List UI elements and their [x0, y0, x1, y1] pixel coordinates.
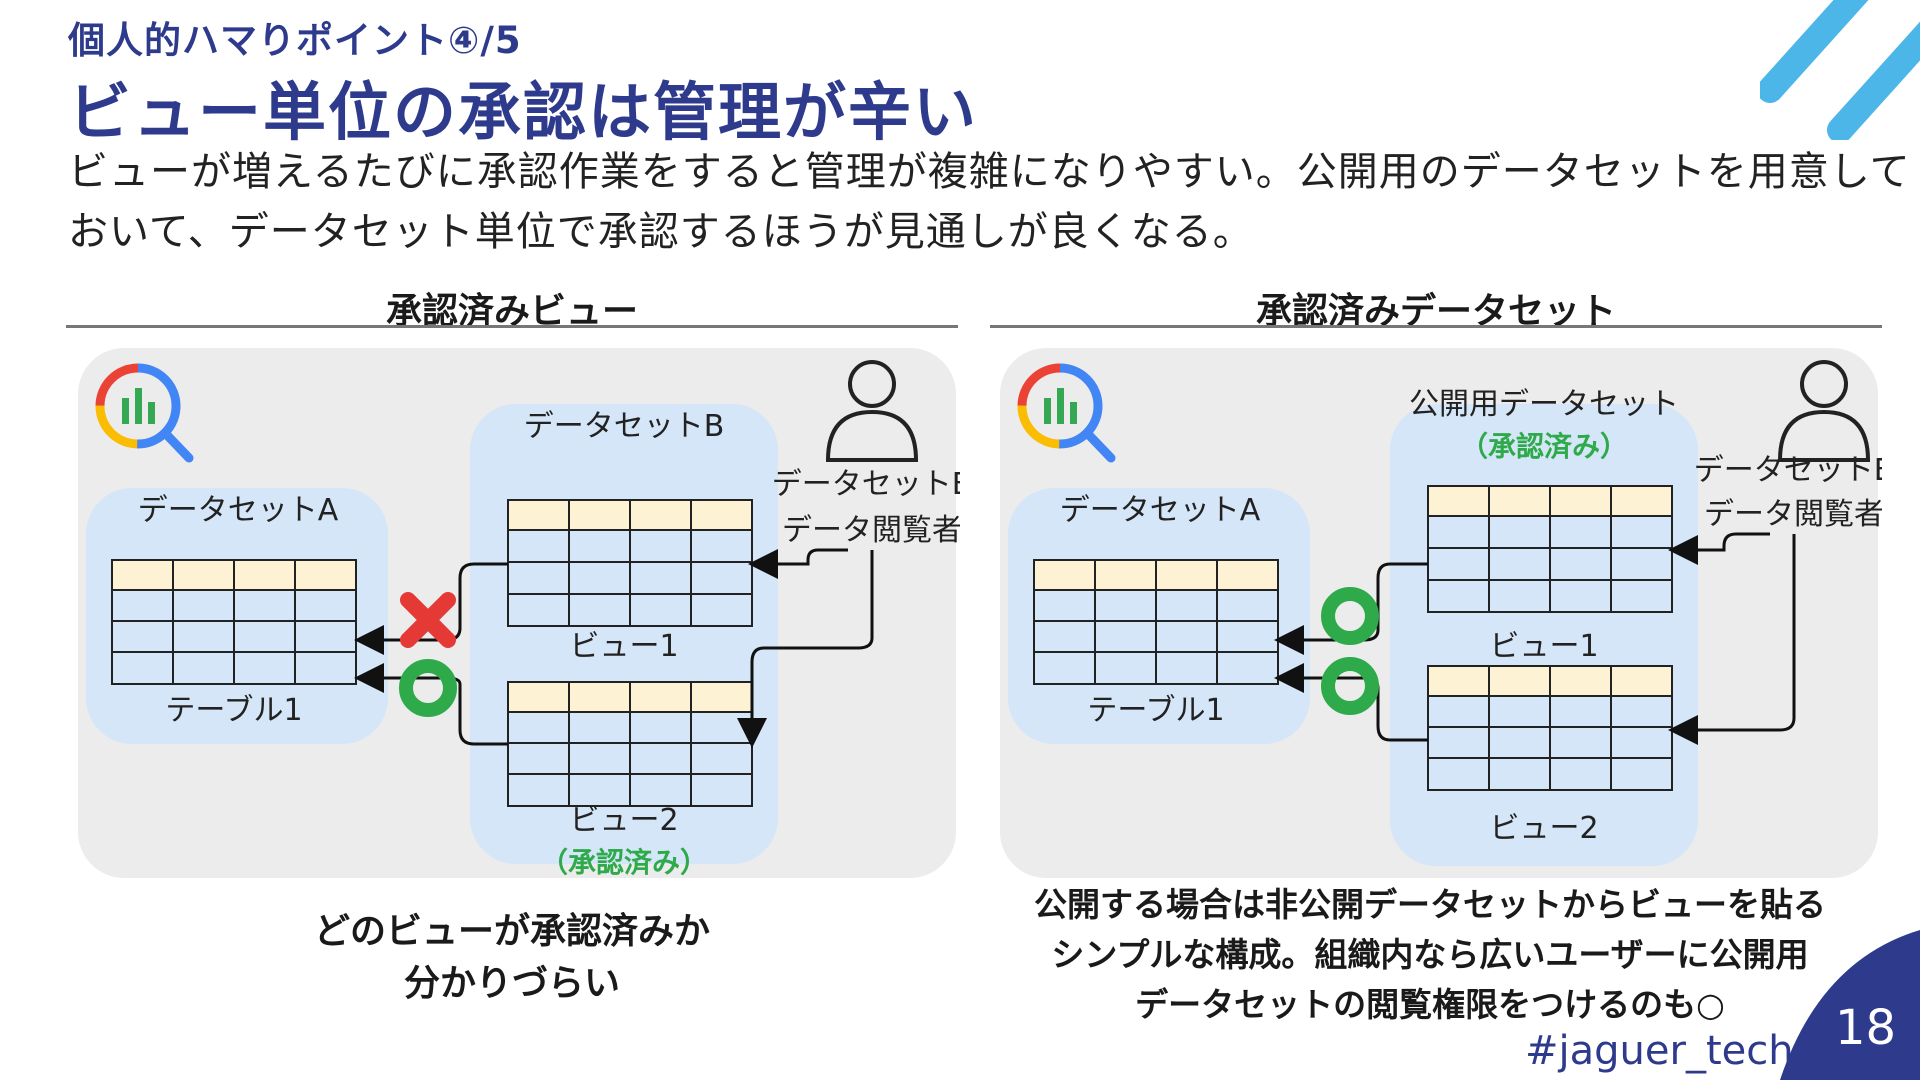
right-caption-line2: シンプルな構成。組織内なら広いユーザーに公開用	[1051, 935, 1809, 974]
left-dataset-a-label: データセットA	[138, 493, 339, 528]
left-view2-table	[507, 681, 753, 807]
page-badge	[1780, 930, 1920, 1080]
right-user-label-2: データ閲覧者	[1704, 497, 1882, 532]
left-view2-label: ビュー2	[569, 803, 678, 838]
check-circle-icon	[399, 659, 457, 717]
left-dataset-b-label: データセットB	[524, 409, 725, 444]
right-dataset-a-label: データセットA	[1060, 493, 1261, 528]
check-circle-icon	[1321, 587, 1379, 645]
right-view1-table	[1427, 485, 1673, 613]
right-diagram: データセットA テーブル1 公開用データセット （承認済み） ビュー1 ビュー2…	[1000, 348, 1882, 878]
left-arrow-user-view1	[748, 548, 848, 579]
hashtag: #jaguer_tech	[1525, 1028, 1794, 1074]
right-table1-label: テーブル1	[1087, 693, 1224, 728]
right-arrow-user-view2	[1668, 534, 1796, 745]
left-caption: どのビューが承認済みか 分かりづらい	[66, 906, 958, 1010]
bigquery-icon	[1017, 363, 1116, 463]
slide-subtitle: 個人的ハマりポイント④/5	[68, 19, 522, 62]
left-approved-label: （承認済み）	[540, 846, 708, 879]
left-arrow-user-view2	[737, 550, 874, 748]
right-approved-label: （承認済み）	[1460, 430, 1628, 463]
left-view1-table	[507, 499, 753, 627]
left-user-label-1: データセットB	[772, 467, 960, 502]
left-caption-line1: どのビューが承認済みか	[313, 911, 710, 952]
right-public-dataset-label: 公開用データセット	[1409, 387, 1679, 422]
left-table1-label: テーブル1	[165, 693, 302, 728]
right-caption: 公開する場合は非公開データセットからビューを貼る シンプルな構成。組織内なら広い…	[940, 880, 1920, 1030]
right-arrow-user-view1	[1668, 532, 1770, 565]
right-view2-label: ビュー2	[1489, 811, 1598, 846]
left-view1-label: ビュー1	[569, 629, 678, 664]
right-arrow-view1-table	[1274, 562, 1428, 655]
right-view1-label: ビュー1	[1489, 629, 1598, 664]
user-icon	[825, 360, 919, 462]
right-table1	[1033, 559, 1279, 685]
left-user-label-2: データ閲覧者	[782, 513, 960, 548]
intro-text: ビューが増えるたびに承認作業をすると管理が複雑になりやすい。公開用のデータセット…	[68, 149, 1911, 255]
check-circle-icon	[1321, 657, 1379, 715]
left-heading-rule	[66, 325, 958, 328]
right-caption-line3: データセットの閲覧権限をつけるのも○	[1135, 985, 1725, 1024]
user-icon	[1777, 360, 1871, 462]
left-table1	[111, 559, 357, 685]
right-view2-table	[1427, 665, 1673, 791]
cross-icon	[400, 592, 456, 648]
left-diagram: データセットA テーブル1 データセットB ビュー1 ビュー2 （承認済み）	[78, 348, 960, 879]
bigquery-icon	[95, 363, 194, 463]
left-caption-line2: 分かりづらい	[403, 963, 620, 1004]
right-heading-rule	[990, 325, 1882, 328]
right-caption-line1: 公開する場合は非公開データセットからビューを貼る	[1034, 885, 1826, 924]
page-number: 18	[1835, 1000, 1897, 1056]
decor-stripes	[1760, 0, 1920, 140]
right-user-label-1: データセットB	[1694, 453, 1882, 488]
slide-title: ビュー単位の承認は管理が辛い	[68, 76, 978, 149]
